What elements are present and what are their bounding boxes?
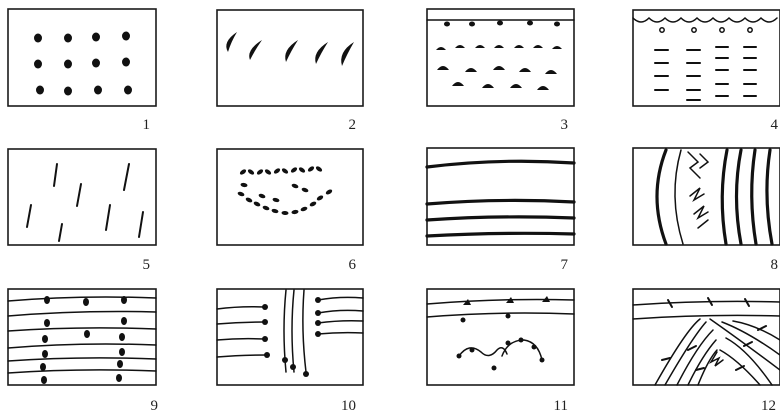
- panel-4-frame: [633, 10, 780, 106]
- panel-6: 6: [217, 149, 363, 273]
- panel-1-number: 1: [143, 117, 151, 133]
- panel-2: 2: [217, 10, 363, 133]
- panel-5-frame: [8, 149, 156, 245]
- panel-1-frame: [8, 9, 156, 106]
- panel-9: 9: [8, 289, 158, 413]
- panel-3: 3: [427, 9, 574, 133]
- panel-2-number: 2: [349, 117, 357, 133]
- panel-4-number: 4: [771, 117, 779, 133]
- panel-10: 10: [217, 289, 363, 413]
- panel-10-number: 10: [341, 398, 356, 413]
- panel-4: 4: [633, 10, 780, 133]
- panel-5-number: 5: [143, 257, 151, 273]
- panel-11: 11: [427, 289, 574, 413]
- panel-7-number: 7: [561, 257, 569, 273]
- panel-12-number: 12: [761, 398, 776, 413]
- panel-1: 1: [8, 9, 156, 133]
- panel-9-number: 9: [151, 398, 159, 413]
- panel-2-frame: [217, 10, 363, 106]
- panel-6-number: 6: [349, 257, 357, 273]
- panel-5: 5: [8, 149, 156, 273]
- panel-8-number: 8: [771, 257, 779, 273]
- panel-11-number: 11: [554, 398, 568, 413]
- panel-10-frame: [217, 289, 363, 385]
- panel-6-frame: [217, 149, 363, 245]
- panel-12: 12: [633, 289, 780, 413]
- panel-11-frame: [427, 289, 574, 385]
- panel-7: 7: [427, 148, 574, 273]
- panel-8: 8: [633, 148, 780, 273]
- panel-3-number: 3: [561, 117, 569, 133]
